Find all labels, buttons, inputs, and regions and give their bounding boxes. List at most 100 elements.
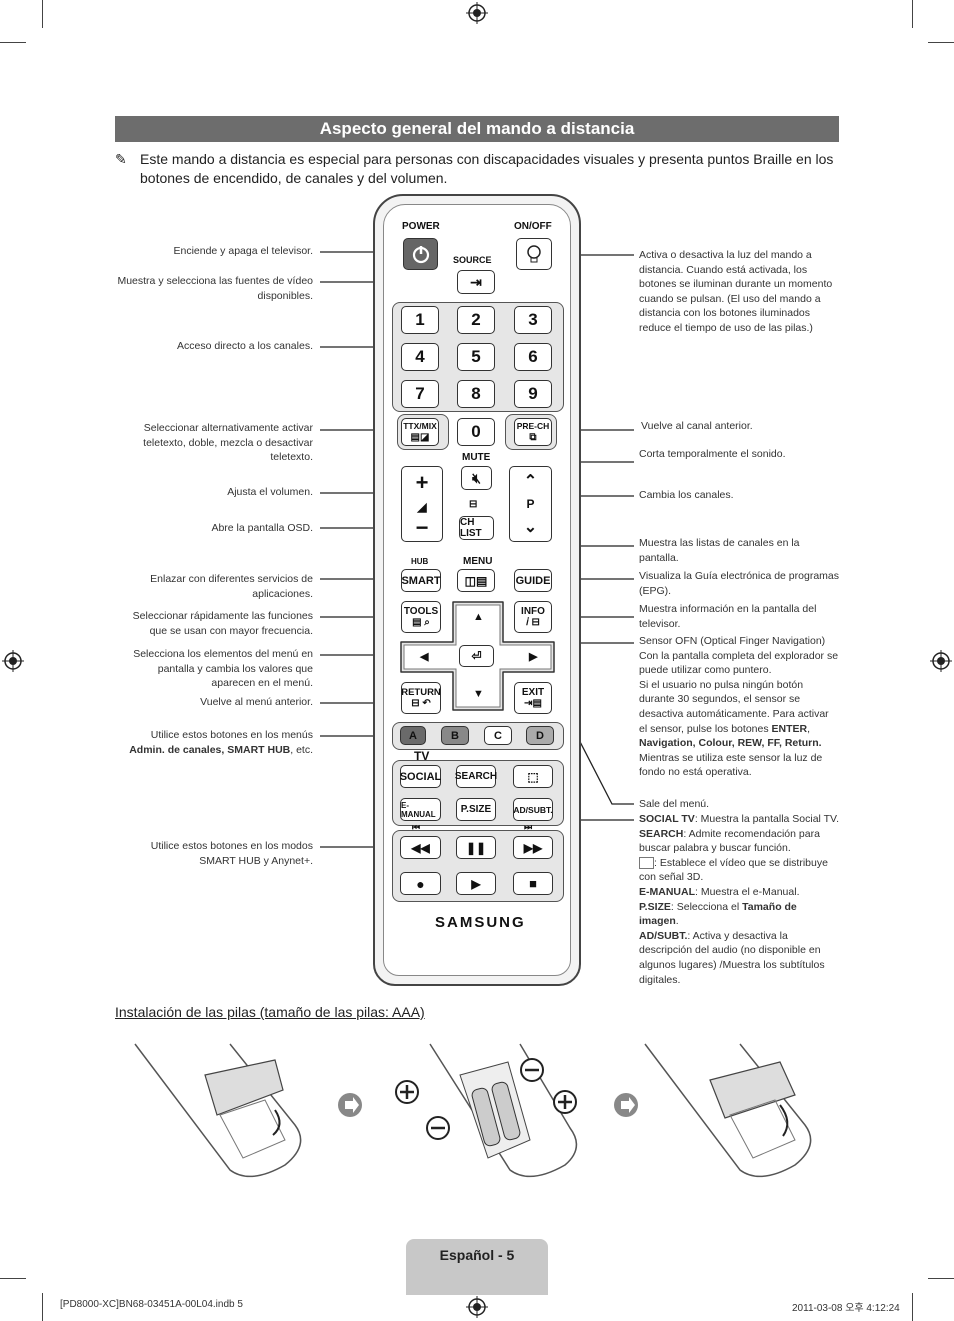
- label-abcd: Utilice estos botones en los menús Admin…: [100, 728, 313, 757]
- label-guide: Visualiza la Guía electrónica de program…: [639, 570, 839, 597]
- digit-2-button[interactable]: 2: [457, 306, 495, 334]
- label-numbers: Acceso directo a los canales.: [177, 340, 313, 352]
- digit-1-button[interactable]: 1: [401, 306, 439, 334]
- 3d-button[interactable]: ⬚: [513, 765, 553, 788]
- label-psize-desc-2: Tamaño de imagen: [639, 900, 797, 928]
- label-emanual-desc: : Muestra el: [695, 885, 753, 898]
- play-button[interactable]: ▶: [456, 872, 496, 895]
- c-label: C: [494, 729, 502, 742]
- label-tv-keys: SOCIAL TV: Muestra la pantalla Social TV…: [639, 813, 839, 986]
- label-exit: Sale del menú.: [639, 798, 710, 810]
- nav-right-icon[interactable]: ▶: [529, 651, 538, 663]
- volume-down-icon: −: [415, 515, 429, 540]
- label-ofn-right: Sensor OFN (Optical Finger Navigation) C…: [639, 635, 839, 779]
- label-ofn-4: Navigation, Colour, REW, FF, Return.: [639, 737, 822, 750]
- fast-forward-button[interactable]: ▶▶: [513, 836, 553, 859]
- source-label: SOURCE: [453, 255, 492, 265]
- crop-mark: [912, 0, 913, 28]
- label-ofn-title: Sensor OFN (Optical Finger Navigation): [639, 635, 826, 647]
- label-chlist: Muestra las listas de canales en la pant…: [639, 537, 800, 564]
- exit-button[interactable]: EXIT⇥▤: [514, 682, 552, 714]
- volume-rocker[interactable]: + ◢ −: [401, 466, 443, 542]
- ttx-mix-button[interactable]: TTX/MIX▤◪: [401, 418, 439, 446]
- channel-rocker[interactable]: ⌃ P ⌄: [509, 466, 552, 542]
- digit-7-button[interactable]: 7: [401, 380, 439, 408]
- guide-label: GUIDE: [515, 574, 551, 587]
- onoff-label: ON/OFF: [514, 221, 552, 232]
- label-media-and: y: [260, 854, 272, 867]
- ch-list-button[interactable]: CH LIST: [459, 516, 494, 540]
- smart-hub-button[interactable]: SMART: [401, 569, 441, 592]
- info-label: INFO: [521, 606, 545, 617]
- registration-mark-icon: [930, 650, 952, 672]
- digit-6-button[interactable]: 6: [514, 343, 552, 371]
- label-media: Utilice estos botones en los modos SMART…: [100, 839, 313, 868]
- pause-button[interactable]: ❚❚: [456, 836, 496, 859]
- ad-subt-button[interactable]: AD/SUBT.: [513, 798, 553, 821]
- rewind-icon: ◀◀: [411, 840, 430, 855]
- crop-mark: [928, 1278, 954, 1279]
- volume-up-icon: +: [415, 470, 429, 495]
- digit-5-button[interactable]: 5: [457, 343, 495, 371]
- power-button[interactable]: [403, 238, 438, 270]
- return-label: RETURN: [401, 687, 441, 698]
- crop-mark: [928, 42, 954, 43]
- d-blue-button[interactable]: D: [526, 726, 554, 745]
- light-bulb-icon: [527, 245, 541, 263]
- print-date-info: 2011-03-08 오후 4:12:24: [792, 1303, 900, 1314]
- c-yellow-button[interactable]: C: [484, 726, 512, 745]
- pre-ch-button[interactable]: PRE-CH⧉: [514, 418, 552, 446]
- registration-mark-icon: [466, 2, 488, 24]
- label-media-end: .: [310, 854, 313, 867]
- label-mute: Corta temporalmente el sonido.: [639, 448, 786, 460]
- tools-button[interactable]: TOOLS▤ ⌕: [401, 601, 441, 633]
- digit-0-button[interactable]: 0: [457, 418, 495, 446]
- source-button[interactable]: ⇥: [457, 270, 495, 294]
- channel-up-icon: ⌃: [523, 473, 538, 490]
- label-adsubt-desc: : Activa y desactiva la descripción del …: [639, 929, 825, 986]
- rewind-button[interactable]: ◀◀: [400, 836, 441, 859]
- enter-button[interactable]: ⏎: [459, 645, 494, 667]
- b-green-button[interactable]: B: [441, 726, 469, 745]
- ttx-mix-label: TTX/MIX: [403, 421, 437, 431]
- source-icon: ⇥: [470, 273, 482, 290]
- mute-button[interactable]: 🔇︎: [461, 466, 492, 490]
- stop-button[interactable]: ■: [513, 872, 553, 895]
- label-ofn-2: Con la pantalla completa del explorador …: [639, 649, 839, 677]
- tools-label: TOOLS: [403, 606, 439, 617]
- tv-label: TV: [414, 749, 430, 763]
- page-number: Español - 5: [439, 1247, 515, 1263]
- return-button[interactable]: RETURN⊟ ↶: [401, 682, 441, 714]
- record-button[interactable]: ●: [400, 872, 441, 895]
- label-search-desc: : Admite recomendación para buscar palab…: [639, 827, 820, 855]
- battery-section-title: Instalación de las pilas (tamaño de las …: [115, 1004, 425, 1020]
- stop-icon: ■: [529, 876, 537, 891]
- label-info: Muestra información en la pantalla del t…: [639, 603, 817, 630]
- menu-button[interactable]: ◫▤: [457, 569, 495, 592]
- guide-button[interactable]: GUIDE: [514, 569, 552, 592]
- digit-4-button[interactable]: 4: [401, 343, 439, 371]
- samsung-logo: SAMSUNG: [435, 914, 526, 931]
- nav-up-icon[interactable]: ▲: [473, 611, 484, 623]
- search-button[interactable]: SEARCH: [455, 765, 497, 788]
- mute-icon: 🔇︎: [472, 469, 481, 486]
- onoff-light-button[interactable]: [516, 238, 552, 270]
- mute-label: MUTE: [462, 452, 491, 463]
- pencil-note-icon: ✎: [115, 151, 127, 167]
- digit-9-button[interactable]: 9: [514, 380, 552, 408]
- label-power: Enciende y apaga el televisor.: [173, 245, 313, 257]
- a-red-button[interactable]: A: [400, 726, 426, 745]
- nav-left-icon[interactable]: ◀: [420, 651, 429, 663]
- nav-down-icon[interactable]: ▼: [473, 688, 484, 700]
- digit-3-button[interactable]: 3: [514, 306, 552, 334]
- tools-icon: ▤ ⌕: [412, 617, 430, 628]
- smart-label: SMART: [401, 574, 441, 587]
- label-smart: Enlazar con diferentes servicios de apli…: [150, 573, 313, 600]
- enter-icon: ⏎: [471, 649, 482, 663]
- social-tv-button[interactable]: SOCIAL: [400, 765, 441, 788]
- p-size-button[interactable]: P.SIZE: [456, 798, 496, 821]
- label-abcd-bold: Admin. de canales, SMART HUB: [129, 743, 291, 756]
- e-manual-button[interactable]: E-MANUAL: [400, 798, 441, 821]
- digit-8-button[interactable]: 8: [457, 380, 495, 408]
